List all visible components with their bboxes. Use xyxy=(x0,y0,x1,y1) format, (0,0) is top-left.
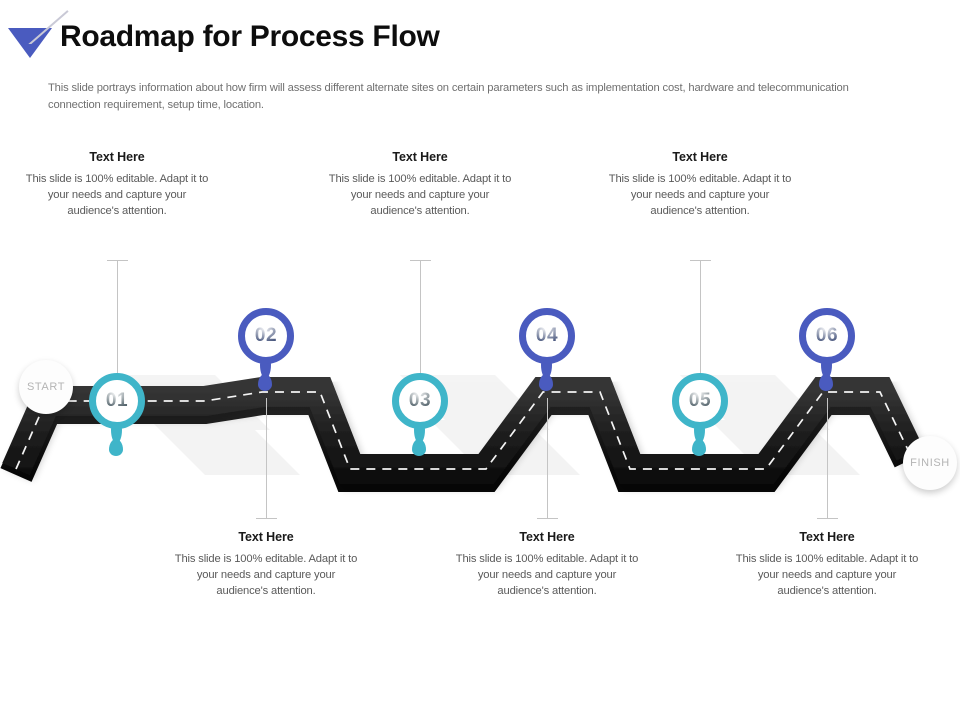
step-body-04: This slide is 100% editable. Adapt it to… xyxy=(455,553,639,597)
road-centre-dashes xyxy=(15,391,911,470)
connector-line-step-04 xyxy=(547,398,548,518)
pin-drop-02 xyxy=(258,374,272,391)
finish-badge: FINISH xyxy=(903,436,957,490)
start-label: START xyxy=(26,381,66,393)
step-textblock-05: Text Here This slide is 100% editable. A… xyxy=(605,150,795,219)
pin-neck-06 xyxy=(821,358,832,378)
step-number-06: 06 xyxy=(815,325,839,346)
page-subtitle: This slide portrays information about ho… xyxy=(48,82,849,111)
step-body-05: This slide is 100% editable. Adapt it to… xyxy=(608,173,792,217)
step-textblock-01: Text Here This slide is 100% editable. A… xyxy=(22,150,212,219)
pin-neck-03 xyxy=(414,423,425,443)
step-number-02: 02 xyxy=(254,325,278,346)
roadmap-diagram: START FINISH 01 xyxy=(0,120,960,680)
step-title-02: Text Here xyxy=(238,530,294,544)
connector-line-step-05 xyxy=(700,260,701,382)
step-textblock-03: Text Here This slide is 100% editable. A… xyxy=(325,150,515,219)
pin-ring-01: 01 xyxy=(89,373,145,429)
connector-cap-step-06 xyxy=(817,518,838,519)
pin-neck-02 xyxy=(260,358,271,378)
slide-header: Roadmap for Process Flow This slide port… xyxy=(0,0,960,111)
step-textblock-06: Text Here This slide is 100% editable. A… xyxy=(732,530,922,599)
connector-line-step-03 xyxy=(420,260,421,382)
connector-line-step-02 xyxy=(266,398,267,518)
pin-drop-03 xyxy=(412,439,426,456)
connector-line-step-01 xyxy=(117,260,118,382)
connector-cap-step-02 xyxy=(256,518,277,519)
step-marker-03[interactable]: 03 xyxy=(392,373,462,477)
step-marker-02[interactable]: 02 xyxy=(238,308,308,412)
pin-ring-06: 06 xyxy=(799,308,855,364)
step-title-06: Text Here xyxy=(799,530,855,544)
pin-drop-06 xyxy=(819,374,833,391)
step-marker-01[interactable]: 01 xyxy=(89,373,159,477)
page-title: Roadmap for Process Flow xyxy=(60,20,440,53)
connector-cap-step-04 xyxy=(537,518,558,519)
step-marker-06[interactable]: 06 xyxy=(799,308,869,412)
road-path-graphic xyxy=(0,375,926,492)
step-number-04: 04 xyxy=(535,325,559,346)
pin-neck-01 xyxy=(111,423,122,443)
step-marker-04[interactable]: 04 xyxy=(519,308,589,412)
pin-ring-05: 05 xyxy=(672,373,728,429)
pin-drop-04 xyxy=(539,374,553,391)
step-textblock-04: Text Here This slide is 100% editable. A… xyxy=(452,530,642,599)
pin-ring-03: 03 xyxy=(392,373,448,429)
pin-neck-04 xyxy=(541,358,552,378)
pin-neck-05 xyxy=(694,423,705,443)
step-title-05: Text Here xyxy=(672,150,728,164)
step-body-06: This slide is 100% editable. Adapt it to… xyxy=(735,553,919,597)
step-body-02: This slide is 100% editable. Adapt it to… xyxy=(174,553,358,597)
pin-ring-02: 02 xyxy=(238,308,294,364)
step-marker-05[interactable]: 05 xyxy=(672,373,742,477)
step-title-01: Text Here xyxy=(89,150,145,164)
step-title-03: Text Here xyxy=(392,150,448,164)
step-body-03: This slide is 100% editable. Adapt it to… xyxy=(328,173,512,217)
step-body-01: This slide is 100% editable. Adapt it to… xyxy=(25,173,209,217)
pin-ring-04: 04 xyxy=(519,308,575,364)
pin-drop-05 xyxy=(692,439,706,456)
step-title-04: Text Here xyxy=(519,530,575,544)
step-number-05: 05 xyxy=(688,390,712,411)
step-number-03: 03 xyxy=(408,390,432,411)
step-number-01: 01 xyxy=(105,390,129,411)
step-textblock-02: Text Here This slide is 100% editable. A… xyxy=(171,530,361,599)
finish-label: FINISH xyxy=(910,457,950,469)
connector-line-step-06 xyxy=(827,398,828,518)
start-badge: START xyxy=(19,360,73,414)
pin-drop-01 xyxy=(109,439,123,456)
